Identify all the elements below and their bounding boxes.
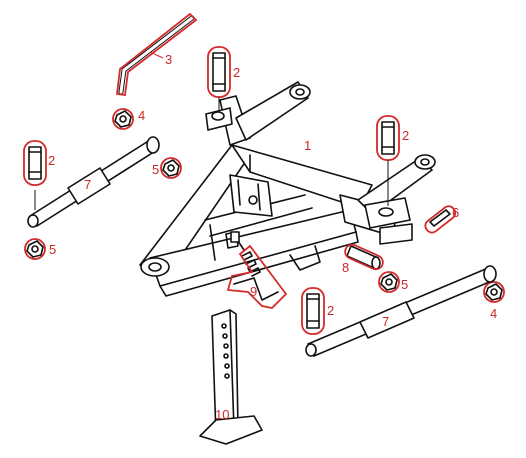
- nut-part-5-left-top: [160, 157, 182, 179]
- bent-rod-part-3: [115, 12, 198, 97]
- jack-stand-part-10: [199, 309, 263, 445]
- callout-3: 3: [165, 52, 172, 67]
- callout-labels: 1 2 2 2 2 3 4 4 5 5 5 6 7 7 8 9 10: [48, 52, 497, 422]
- highlight-part-3: [115, 12, 198, 97]
- nut-part-4-right: [483, 281, 505, 303]
- cylinder-part-7-right: [305, 265, 497, 357]
- callout-2-right: 2: [402, 128, 409, 143]
- callout-2-left: 2: [48, 153, 55, 168]
- nut-part-4-left: [112, 108, 134, 130]
- callout-5-centre: 5: [401, 277, 408, 292]
- callout-8: 8: [342, 260, 349, 275]
- callout-4-left: 4: [138, 108, 145, 123]
- pin-part-6: [424, 205, 457, 234]
- callout-4-right: 4: [490, 306, 497, 321]
- callout-7-right: 7: [382, 314, 389, 329]
- callout-5-left-bottom: 5: [49, 242, 56, 257]
- bolt-part-2-right: [376, 115, 400, 206]
- bushing-part-8: [344, 243, 384, 271]
- callout-9: 9: [250, 284, 257, 299]
- bolt-part-2-left: [23, 140, 47, 186]
- callout-10: 10: [215, 407, 229, 422]
- nut-part-5-centre: [378, 271, 400, 293]
- spring-handle-part-9: [226, 231, 288, 309]
- callout-2-upper: 2: [233, 65, 240, 80]
- nut-part-5-left-bottom: [24, 238, 46, 260]
- left-upright-tower: [205, 81, 311, 146]
- callout-6: 6: [452, 205, 459, 220]
- a-frame-main-part: [139, 144, 399, 297]
- callout-1: 1: [304, 138, 311, 153]
- callout-5-left-top: 5: [152, 162, 159, 177]
- right-upright-tower: [357, 154, 436, 245]
- callout-7-left: 7: [84, 177, 91, 192]
- bolt-part-2-upper: [207, 46, 231, 112]
- bolt-part-2-lower: [301, 287, 325, 335]
- callout-2-lower: 2: [327, 303, 334, 318]
- cylinder-part-7-left: [27, 136, 160, 228]
